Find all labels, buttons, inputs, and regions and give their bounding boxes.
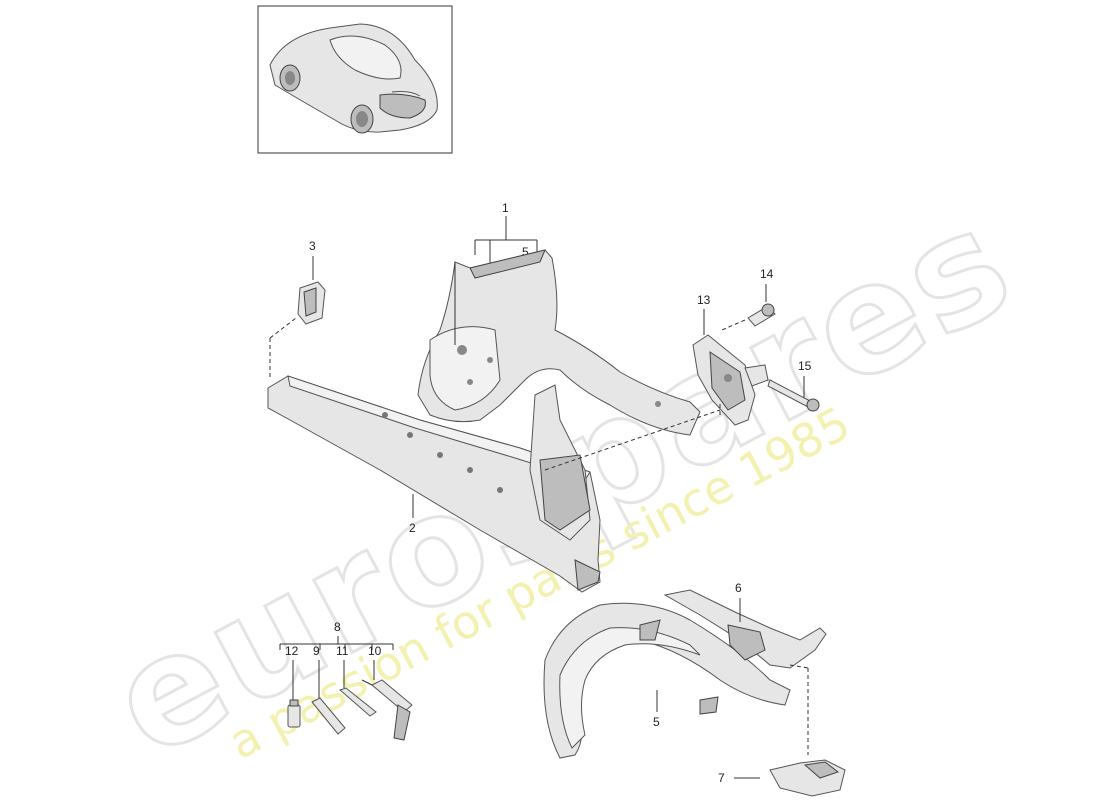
bolt-icon [747,303,776,327]
leader-13-to-sill [544,409,721,471]
callout-13[interactable]: 13 [697,293,711,307]
callout-group-8: 8 12 9 11 10 [279,620,413,741]
bottle-icon [287,699,301,728]
callout-9[interactable]: 9 [313,644,320,658]
bracket-icon [297,281,326,325]
callout-5a[interactable]: 5 [522,245,529,259]
cover-plate-icon [769,759,846,797]
car-thumbnail-icon [269,23,438,134]
callout-group-6: 6 [735,581,742,622]
callout-14[interactable]: 14 [760,267,774,281]
callout-15[interactable]: 15 [798,359,812,373]
callout-group-7: 7 [718,759,846,797]
callout-7[interactable]: 7 [718,771,725,785]
nozzle-icon [339,687,377,717]
callout-group-5b: 5 [653,690,660,729]
sealant-tube-icon [311,697,346,735]
screw-icon [767,379,820,412]
callout-2[interactable]: 2 [409,521,416,535]
callout-6[interactable]: 6 [735,581,742,595]
callout-group-13: 13 [692,293,769,426]
callout-11[interactable]: 11 [336,644,349,658]
callout-8[interactable]: 8 [334,620,341,634]
callout-3[interactable]: 3 [309,239,316,253]
car-thumbnail [257,5,453,154]
callout-10[interactable]: 10 [368,644,382,658]
side-sill-icon [267,375,601,593]
callout-5b[interactable]: 5 [653,715,660,729]
callout-group-15: 15 [767,359,820,412]
wheel-arch-panel-icon [663,589,827,669]
callout-12[interactable]: 12 [285,644,299,658]
mounting-bracket-icon [692,334,769,426]
caulking-gun-icon [361,679,413,741]
rear-quarter-panel-icon [417,249,701,436]
wheel-housing-icon [543,602,791,759]
callout-1[interactable]: 1 [502,201,509,215]
callout-group-14: 14 [721,267,776,331]
callout-group-3: 3 [269,239,326,378]
callout-group-2: 2 [409,494,416,535]
